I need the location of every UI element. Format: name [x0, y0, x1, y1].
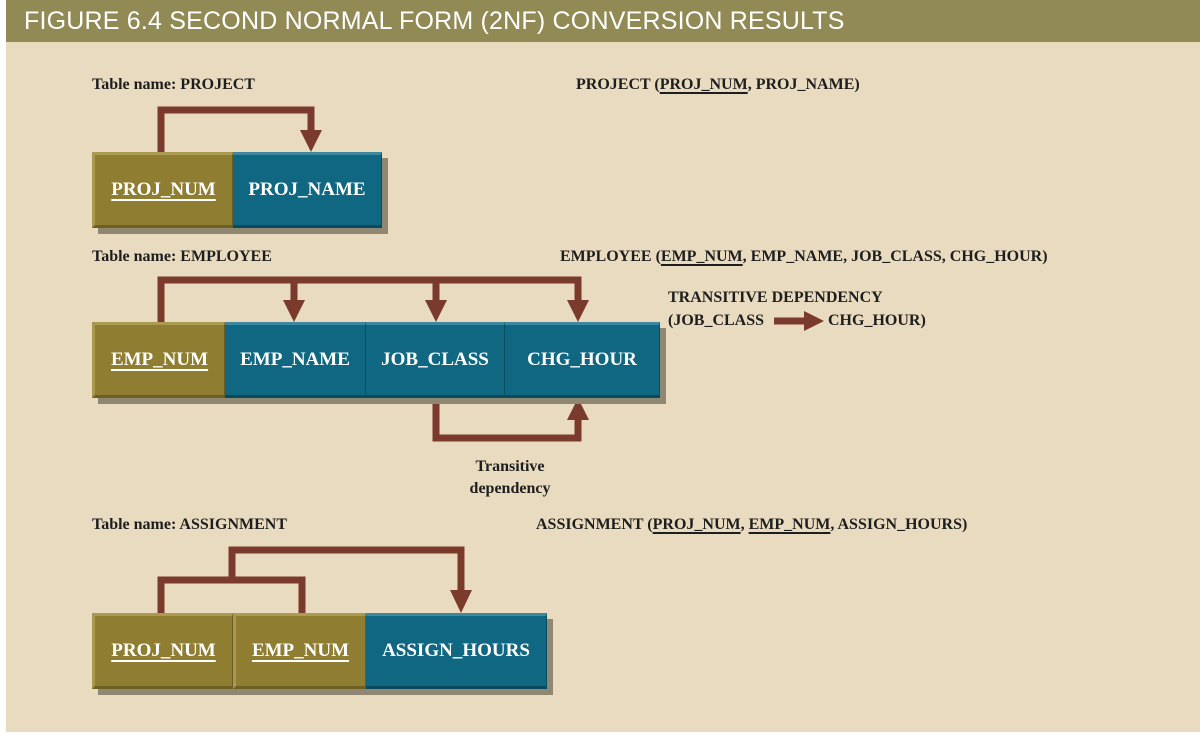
- employee-arrowhead-empname: [283, 300, 305, 322]
- transitive-dependency-note-title: TRANSITIVE DEPENDENCY: [668, 289, 883, 306]
- dependency-arrows: [157, 106, 824, 618]
- note-arrowhead: [804, 311, 824, 331]
- transitive-dependency-note-to: CHG_HOUR): [828, 312, 926, 329]
- project-cell-proj-num: PROJ_NUM: [92, 152, 233, 228]
- assignment-arrowhead: [450, 590, 472, 613]
- employee-schema-key: EMP_NUM: [660, 248, 743, 265]
- employee-cell-chg-hour: CHG_HOUR: [505, 322, 660, 398]
- transitive-dependency-caption-line1: Transitive: [475, 458, 545, 475]
- assignment-table: PROJ_NUM EMP_NUM ASSIGN_HOURS: [92, 613, 547, 689]
- transitive-arrowhead: [567, 398, 589, 420]
- employee-schema: EMPLOYEE (EMP_NUM, EMP_NAME, JOB_CLASS, …: [560, 248, 1048, 265]
- employee-cell-job-class: JOB_CLASS: [366, 322, 505, 398]
- assignment-cell-emp-num: EMP_NUM: [233, 613, 366, 689]
- assignment-schema: ASSIGNMENT (PROJ_NUM, EMP_NUM, ASSIGN_HO…: [536, 516, 968, 533]
- project-table: PROJ_NUM PROJ_NAME: [92, 152, 382, 228]
- project-table-label: Table name: PROJECT: [92, 76, 255, 93]
- assignment-schema-key-proj: PROJ_NUM: [652, 516, 741, 533]
- project-arrowhead: [300, 130, 322, 152]
- figure-title: FIGURE 6.4 SECOND NORMAL FORM (2NF) CONV…: [24, 7, 845, 35]
- assignment-cell-proj-num: PROJ_NUM: [92, 613, 233, 689]
- title-bar: FIGURE 6.4 SECOND NORMAL FORM (2NF) CONV…: [6, 0, 1200, 42]
- employee-cell-emp-num: EMP_NUM: [92, 322, 225, 398]
- project-cell-proj-name: PROJ_NAME: [233, 152, 382, 228]
- project-schema: PROJECT (PROJ_NUM, PROJ_NAME): [576, 76, 860, 93]
- employee-arrowhead-chghour: [567, 300, 589, 322]
- project-schema-key: PROJ_NUM: [659, 76, 748, 93]
- employee-table-label: Table name: EMPLOYEE: [92, 248, 272, 265]
- transitive-dependency-note-from: (JOB_CLASS: [668, 312, 765, 329]
- figure-panel: FIGURE 6.4 SECOND NORMAL FORM (2NF) CONV…: [6, 0, 1200, 732]
- assignment-cell-assign-hours: ASSIGN_HOURS: [366, 613, 547, 689]
- assignment-dependency-line: [228, 546, 465, 592]
- transitive-dependency-line: [432, 398, 582, 442]
- employee-arrowhead-jobclass: [425, 300, 447, 322]
- transitive-dependency-caption-line2: dependency: [469, 480, 551, 497]
- employee-cell-emp-name: EMP_NAME: [225, 322, 366, 398]
- assignment-table-label: Table name: ASSIGNMENT: [92, 516, 287, 533]
- project-dependency-line: [157, 106, 315, 152]
- employee-dependency-line: [157, 276, 582, 322]
- employee-table: EMP_NUM EMP_NAME JOB_CLASS CHG_HOUR: [92, 322, 660, 398]
- assignment-schema-key-emp: EMP_NUM: [748, 516, 831, 533]
